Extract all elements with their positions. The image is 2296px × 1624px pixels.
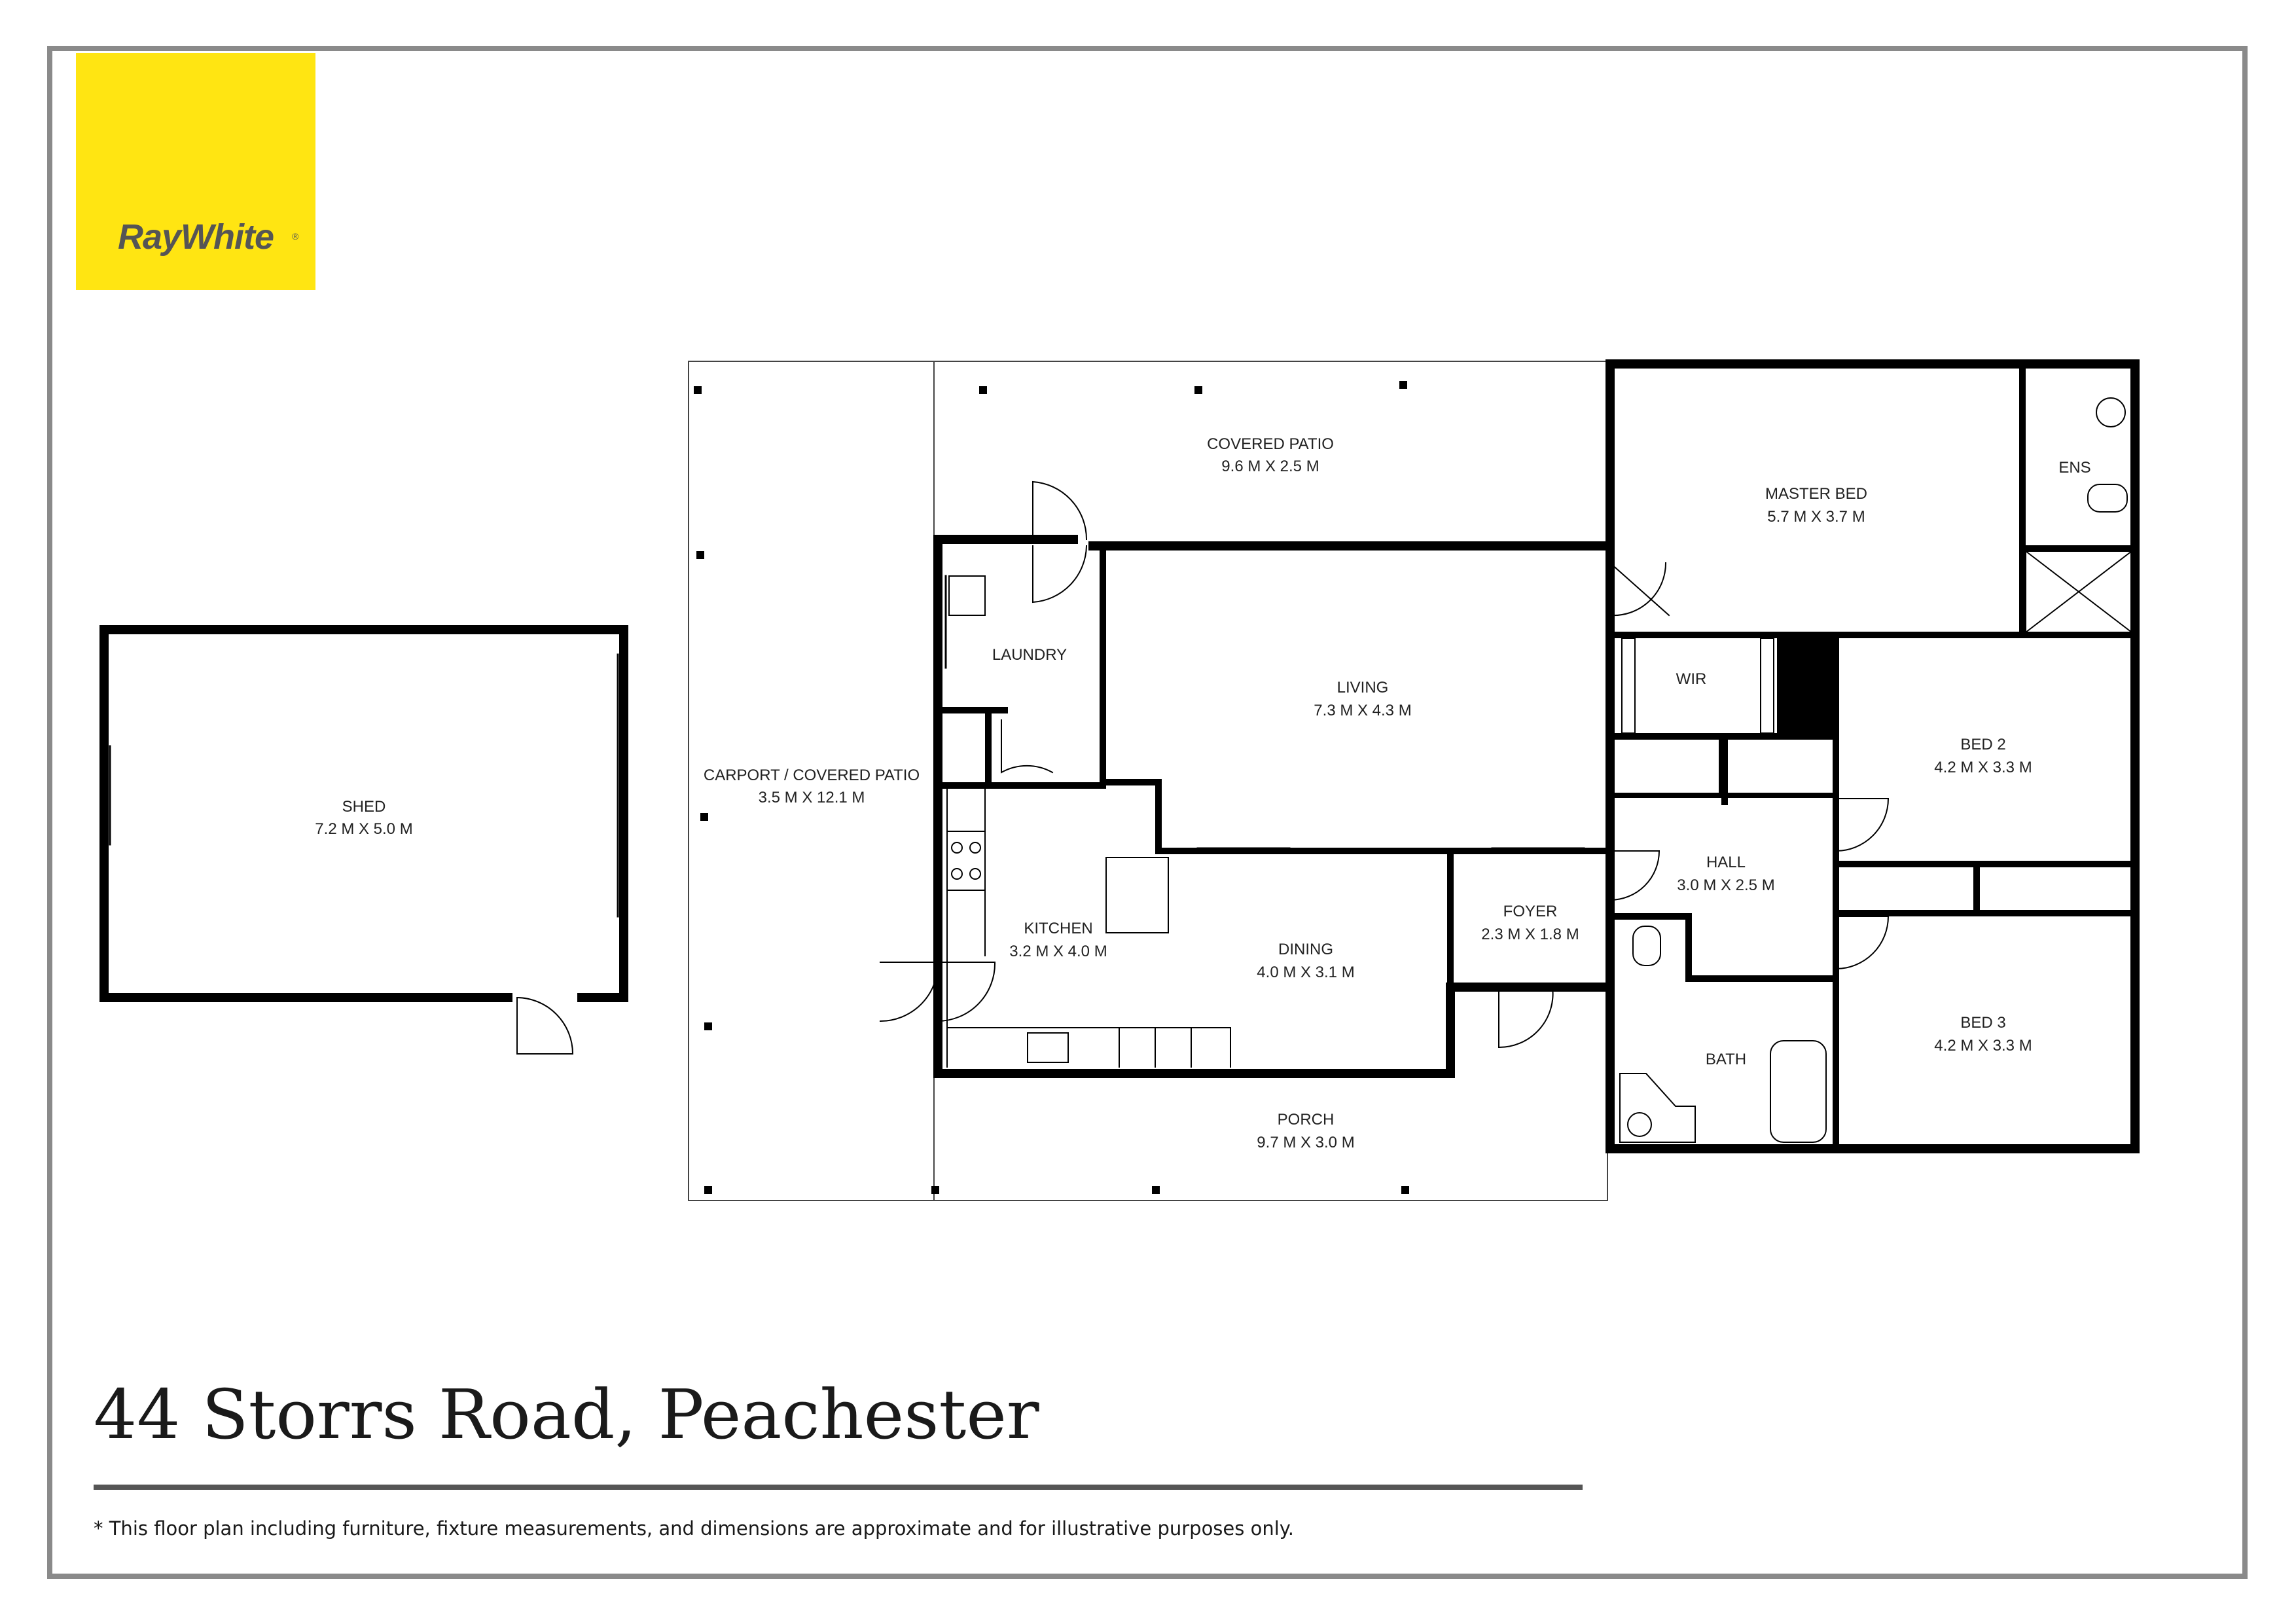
- porch-outline: [933, 1073, 1608, 1201]
- shed-door: [512, 993, 577, 1055]
- bathtub: [1770, 1040, 1827, 1143]
- bed2-label: BED 2: [1960, 736, 2005, 753]
- porch-label: PORCH: [1278, 1111, 1335, 1128]
- laundry-label: LAUNDRY: [992, 646, 1067, 664]
- bathroom-fixtures: [1619, 397, 2133, 1143]
- carport-size: 3.5 M X 12.1 M: [759, 789, 865, 806]
- room-labels: SHED 7.2 M X 5.0 M CARPORT / COVERED PAT…: [315, 435, 2090, 1151]
- ens-label: ENS: [2058, 459, 2090, 477]
- kitchen-sink: [1027, 1032, 1069, 1063]
- bed3-size: 4.2 M X 3.3 M: [1934, 1037, 2032, 1055]
- wir-label: WIR: [1676, 670, 1707, 688]
- wir-wall-block: [1777, 635, 1836, 736]
- house-exterior-walls: [933, 359, 2140, 1153]
- master-bed-label: MASTER BED: [1765, 485, 1867, 503]
- property-address: 44 Storrs Road, Peachester: [94, 1375, 1039, 1454]
- laundry-tub: [948, 575, 986, 616]
- carport-label: CARPORT / COVERED PATIO: [704, 767, 920, 784]
- hall-cupboards: [1607, 737, 2138, 916]
- kitchen-label: KITCHEN: [1024, 920, 1092, 937]
- foyer-label: FOYER: [1503, 903, 1558, 920]
- dining-size: 4.0 M X 3.1 M: [1257, 964, 1354, 981]
- house-interior-walls: [935, 361, 2138, 1152]
- master-bed-size: 5.7 M X 3.7 M: [1767, 508, 1865, 526]
- patio-door: [1032, 480, 1088, 541]
- covered-patio-size: 9.6 M X 2.5 M: [1221, 458, 1319, 475]
- bed3-label: BED 3: [1960, 1014, 2005, 1032]
- living-label: LIVING: [1337, 679, 1389, 696]
- shed-walls: [99, 625, 628, 1002]
- foyer-size: 2.3 M X 1.8 M: [1481, 926, 1579, 943]
- covered-patio-label: COVERED PATIO: [1207, 435, 1334, 453]
- dining-label: DINING: [1278, 941, 1333, 958]
- raywhite-logo: RayWhite ®: [76, 53, 315, 290]
- bath-toilet: [1632, 926, 1661, 966]
- logo-registered-mark: ®: [292, 231, 299, 242]
- living-size: 7.3 M X 4.3 M: [1314, 702, 1411, 719]
- shed-size: 7.2 M X 5.0 M: [315, 820, 412, 838]
- ensuite-shower: [2025, 550, 2132, 633]
- ensuite-basin: [2096, 397, 2126, 427]
- ensuite-toilet: [2087, 484, 2128, 513]
- hall-label: HALL: [1706, 854, 1746, 871]
- title-divider: [94, 1485, 1583, 1490]
- bed2-size: 4.2 M X 3.3 M: [1934, 759, 2032, 776]
- kitchen-fixtures: [946, 575, 1231, 1068]
- shed-label: SHED: [342, 798, 386, 816]
- cooktop: [946, 831, 986, 891]
- page-frame: [47, 46, 2248, 1579]
- bath-vanity: [1619, 1073, 1696, 1143]
- hall-size: 3.0 M X 2.5 M: [1677, 876, 1774, 894]
- windows: [939, 360, 2139, 1153]
- kitchen-island: [1105, 857, 1169, 933]
- kitchen-size: 3.2 M X 4.0 M: [1009, 943, 1107, 960]
- logo-wordmark: RayWhite: [117, 217, 274, 257]
- porch-size: 9.7 M X 3.0 M: [1257, 1134, 1354, 1151]
- doors: [879, 480, 1890, 1049]
- wir-shelf-left: [1621, 638, 1636, 734]
- wir-shelf-right: [1760, 638, 1774, 734]
- shed-windows: [104, 653, 624, 918]
- bath-label: BATH: [1706, 1051, 1746, 1068]
- patio-posts: [694, 381, 1409, 1194]
- disclaimer-text: * This floor plan including furniture, f…: [94, 1517, 1295, 1540]
